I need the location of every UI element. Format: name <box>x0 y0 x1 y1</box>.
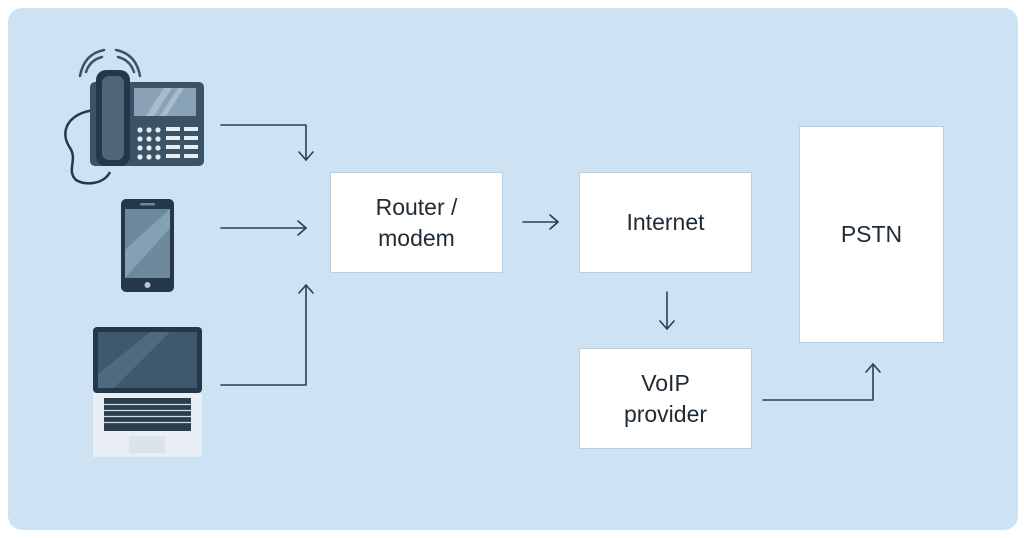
internet-label: Internet <box>626 209 705 236</box>
arrow-laptop-to-router <box>220 284 307 386</box>
arrow-phone-to-router <box>220 124 307 161</box>
laptop-icon <box>93 327 202 457</box>
connector-lines <box>220 124 881 401</box>
pstn-box: PSTN <box>799 126 944 343</box>
router-modem-box: Router / modem <box>330 172 503 273</box>
desk-phone-icon <box>64 48 204 185</box>
voip-provider-label: VoIP provider <box>623 369 708 427</box>
internet-box: Internet <box>579 172 752 273</box>
pstn-label: PSTN <box>840 221 903 248</box>
smartphone-icon <box>121 199 174 292</box>
voip-provider-box: VoIP provider <box>579 348 752 449</box>
arrow-voip-to-pstn <box>762 363 874 401</box>
router-modem-label: Router / modem <box>375 193 458 251</box>
